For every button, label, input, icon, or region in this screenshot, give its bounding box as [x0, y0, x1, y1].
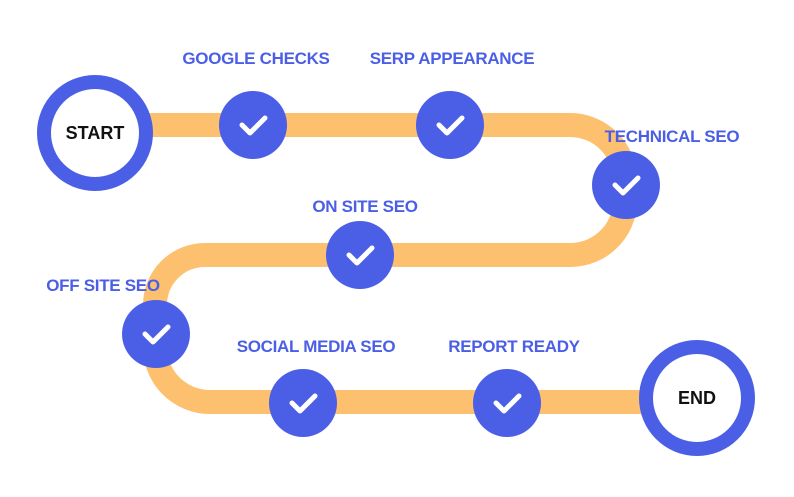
step-report-ready: REPORT READY: [448, 337, 581, 437]
start-node: START: [37, 75, 153, 191]
step-google-checks: GOOGLE CHECKS: [182, 49, 330, 159]
check-icon: [289, 393, 318, 414]
step-social-media-seo: SOCIAL MEDIA SEO: [237, 337, 396, 437]
check-icon: [612, 175, 641, 196]
step-serp-appearance: SERP APPEARANCE: [370, 49, 535, 159]
end-node: END: [639, 340, 755, 456]
check-icon: [142, 324, 171, 345]
step-off-site-seo: OFF SITE SEO: [46, 276, 190, 368]
check-icon: [436, 115, 465, 136]
step-label: TECHNICAL SEO: [605, 127, 740, 146]
check-icon: [239, 115, 268, 136]
step-label: SERP APPEARANCE: [370, 49, 535, 68]
end-label: END: [678, 388, 716, 408]
check-icon: [346, 245, 375, 266]
check-icon: [493, 393, 522, 414]
step-label: ON SITE SEO: [312, 197, 417, 216]
start-label: START: [66, 123, 125, 143]
step-label: GOOGLE CHECKS: [182, 49, 329, 68]
step-label: SOCIAL MEDIA SEO: [237, 337, 396, 356]
step-label: OFF SITE SEO: [46, 276, 160, 295]
step-on-site-seo: ON SITE SEO: [312, 197, 418, 289]
step-label: REPORT READY: [448, 337, 580, 356]
step-technical-seo: TECHNICAL SEO: [592, 127, 740, 219]
